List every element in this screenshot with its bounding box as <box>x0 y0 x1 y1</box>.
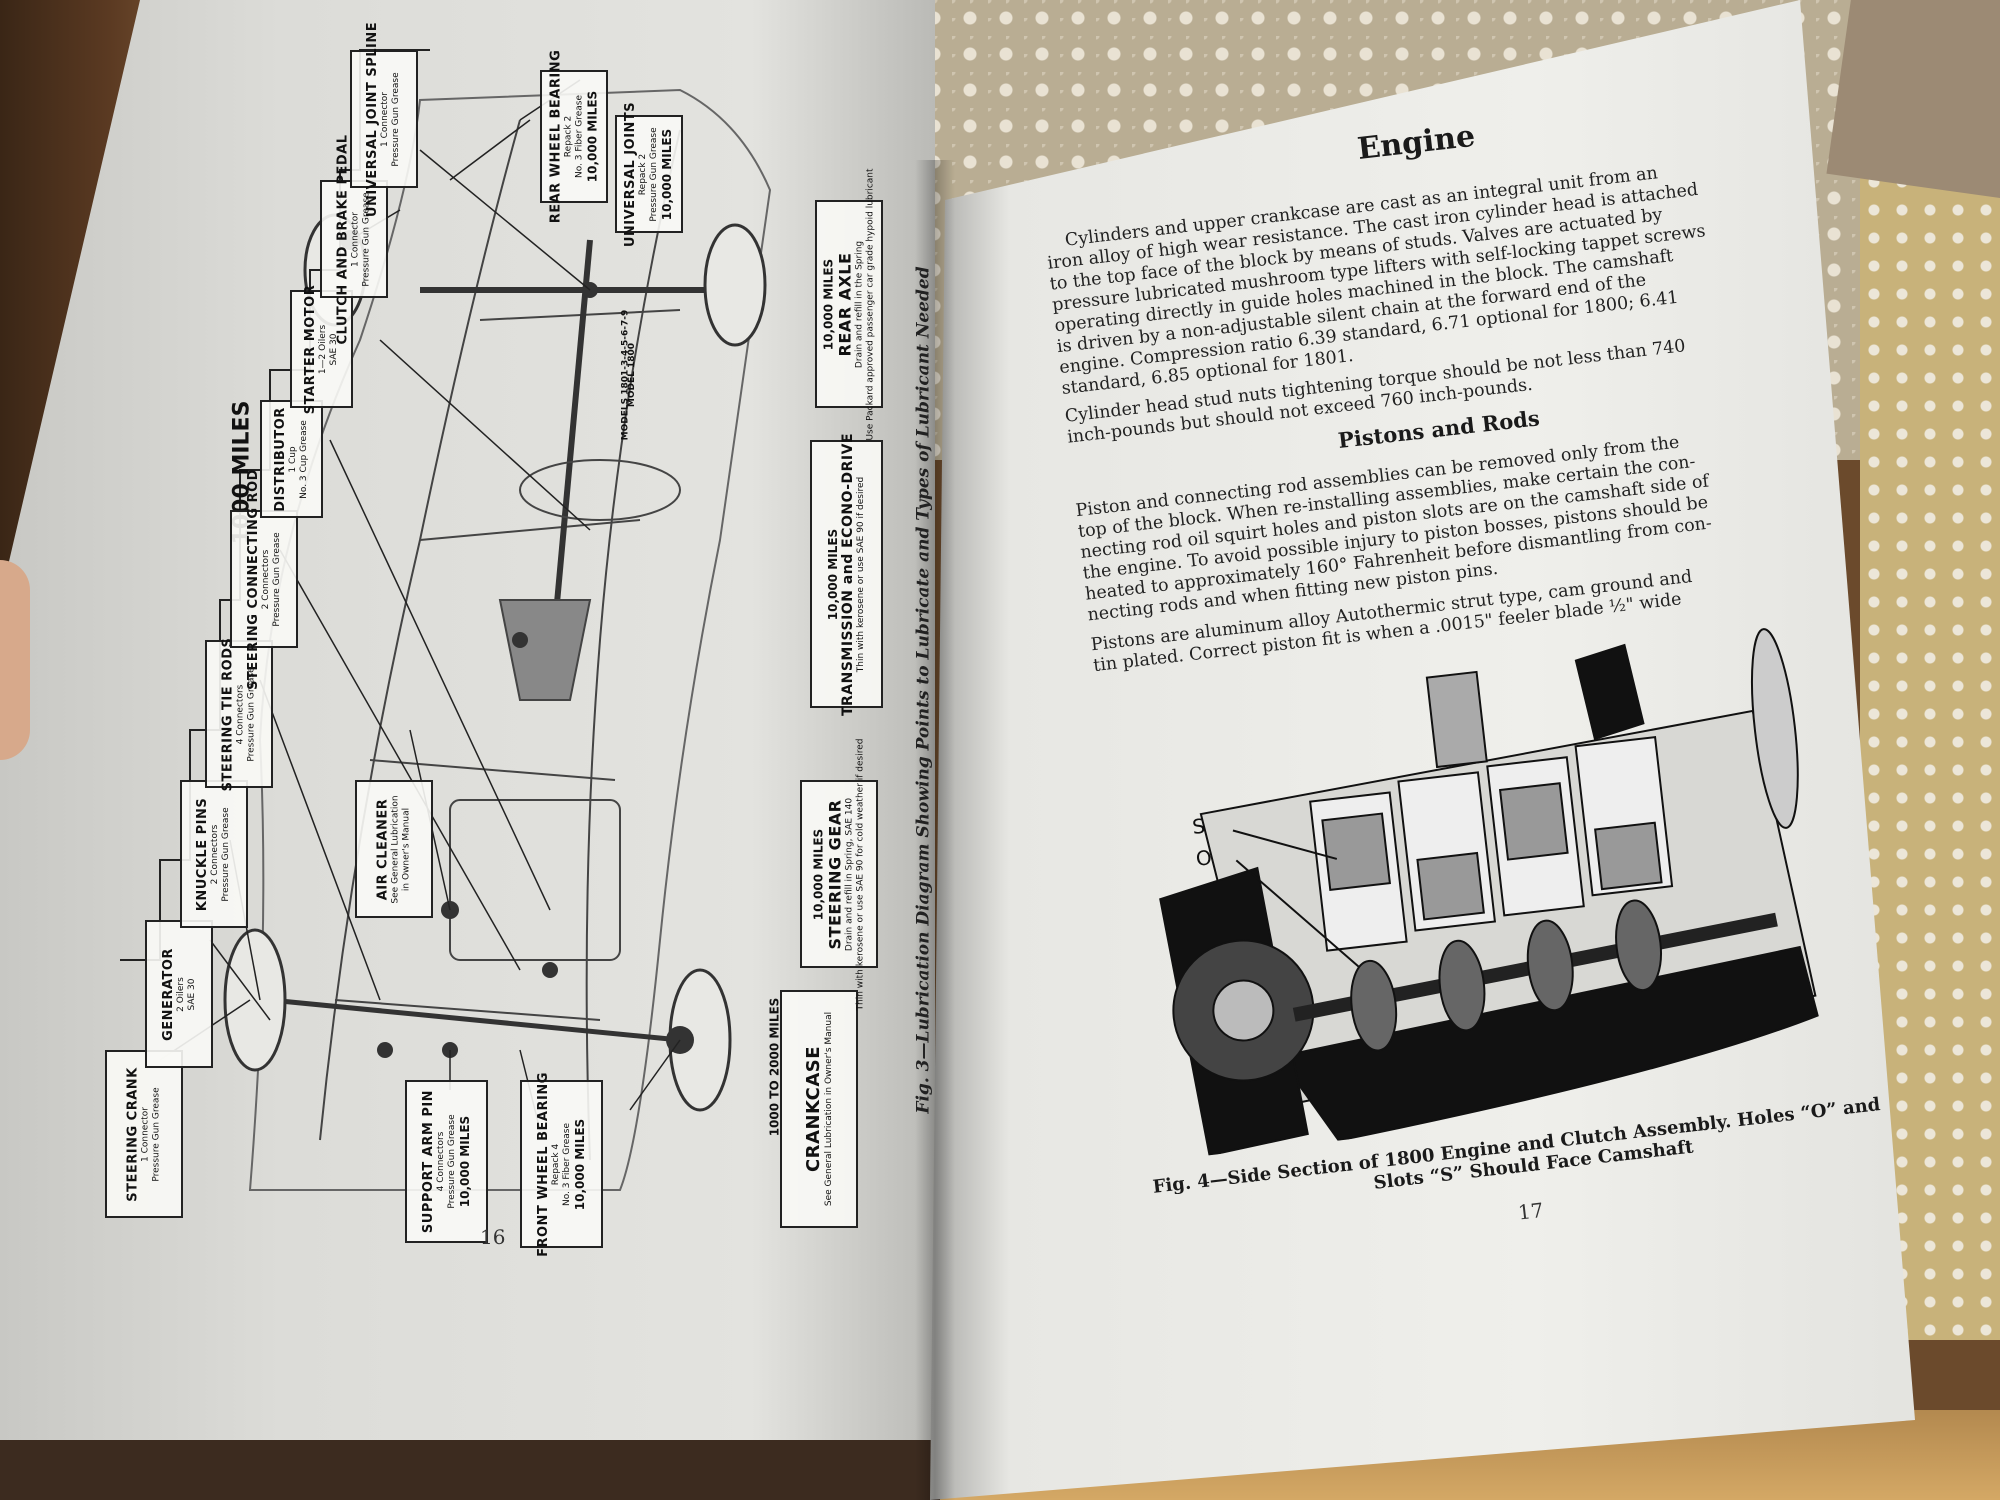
fig3-caption: Fig. 3—Lubrication Diagram Showing Point… <box>913 266 934 1114</box>
fig-letter-o: O <box>1194 845 1213 871</box>
engine-cross-section-drawing <box>1159 628 1819 1157</box>
page-number-16: 16 <box>480 1225 506 1249</box>
book-gutter <box>915 160 955 1500</box>
chassis-drawing <box>120 49 772 1191</box>
left-page-shadow <box>0 1440 940 1500</box>
engine-heading: Engine <box>1355 118 1477 167</box>
hand-thumb <box>0 560 30 760</box>
model-label-1800: MODEL 1800 <box>627 342 638 408</box>
page-number-17: 17 <box>1516 1197 1545 1225</box>
envelope <box>1826 0 2000 205</box>
fig-letter-s: S <box>1190 813 1207 840</box>
engine-page-content: Engine Cylinders and upper crankcase are… <box>1020 24 1917 1352</box>
